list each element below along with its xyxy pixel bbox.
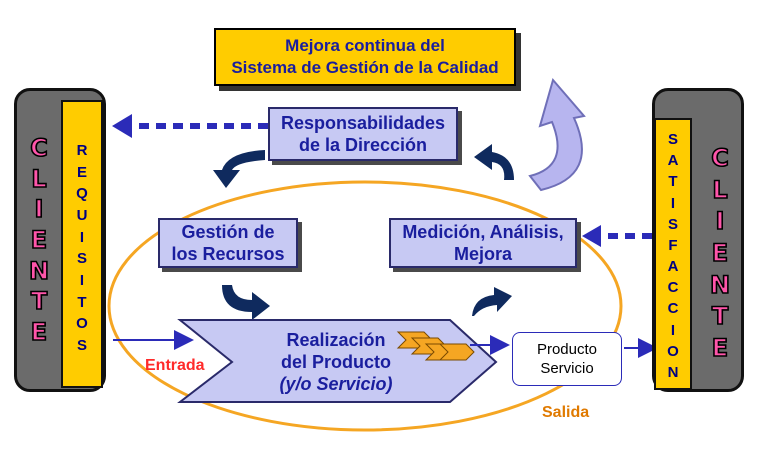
realizacion-line-1: Realización xyxy=(286,330,386,350)
orange-chevron-4 xyxy=(438,343,475,361)
satisfaccion-letter: I xyxy=(670,321,676,339)
client-letter: E xyxy=(30,317,48,346)
client-letter: L xyxy=(712,175,729,204)
entrada-label: Entrada xyxy=(145,357,205,374)
gestion-line-1: Gestión de xyxy=(181,222,275,242)
dotted-arrow-left-head xyxy=(112,114,132,138)
client-letter: L xyxy=(31,164,48,193)
process-ellipse xyxy=(107,180,623,432)
satisfaccion-letter: A xyxy=(667,258,679,276)
realizacion-text: Realización del Producto (y/o Servicio) xyxy=(250,326,422,398)
curved-arrow-gestion-to-realizacion xyxy=(222,285,270,320)
producto-line-1: Producto xyxy=(536,341,598,358)
salida-label: Salida xyxy=(542,404,590,421)
requisitos-letter: U xyxy=(76,206,88,224)
title-line-1: Mejora continua del xyxy=(285,36,445,55)
curved-arrow-realizacion-to-medicion xyxy=(462,287,512,316)
dotted-arrow-right-head xyxy=(582,225,601,247)
realizacion-line-2: del Producto xyxy=(280,352,391,372)
requisitos-letter: O xyxy=(76,315,88,333)
satisfaccion-letter: C xyxy=(667,279,679,297)
curved-arrow-responsabilidades-to-gestion xyxy=(213,150,265,188)
requisitos-letter: S xyxy=(76,336,87,354)
improvement-loop-arrow xyxy=(528,77,586,192)
requisitos-letter: I xyxy=(79,228,85,246)
client-letter: E xyxy=(711,333,729,362)
client-letter: C xyxy=(710,144,729,172)
requisitos-letter: Q xyxy=(76,185,88,203)
satisfaccion-letter: T xyxy=(668,173,678,191)
client-letter: E xyxy=(711,238,729,267)
satisfaccion-letter: S xyxy=(667,131,678,148)
satisfaccion-letter: I xyxy=(670,194,676,212)
client-letter: T xyxy=(30,287,48,316)
responsabilidades-box: Responsabilidades de la Dirección xyxy=(268,107,458,161)
curved-arrow-medicion-to-responsabilidades xyxy=(474,144,514,180)
client-letter: E xyxy=(30,225,48,254)
satisfaccion-letter: O xyxy=(667,342,679,360)
satisfaccion-letter: S xyxy=(667,215,678,233)
client-letter: I xyxy=(715,207,726,236)
requisitos-letter: S xyxy=(76,250,87,268)
medicion-line-2: Mejora xyxy=(453,244,513,264)
gestion-box: Gestión de los Recursos xyxy=(158,218,298,268)
satisfaccion-letter: C xyxy=(667,300,679,318)
gestion-line-2: los Recursos xyxy=(171,244,285,264)
client-letter: T xyxy=(711,302,729,331)
requisitos-letter: I xyxy=(79,271,85,289)
client-letter: N xyxy=(28,256,50,285)
responsabilidades-line-1: Responsabilidades xyxy=(280,113,446,133)
satisfaccion-letter: A xyxy=(667,152,679,170)
requisitos-letter: R xyxy=(76,142,88,159)
client-letter: N xyxy=(709,270,731,299)
producto-line-2: Servicio xyxy=(540,360,594,377)
title-line-2: Sistema de Gestión de la Calidad xyxy=(231,58,499,77)
requisitos-letter: T xyxy=(77,293,87,311)
responsabilidades-line-2: de la Dirección xyxy=(298,135,428,155)
realizacion-line-3: (y/o Servicio) xyxy=(279,374,393,394)
client-letter: I xyxy=(34,195,45,224)
left-requisitos-strip xyxy=(61,100,103,388)
requisitos-letter: E xyxy=(76,163,87,181)
satisfaccion-letter: N xyxy=(667,363,679,381)
right-satisfaccion-strip xyxy=(654,118,692,390)
satisfaccion-letter: F xyxy=(668,236,678,254)
medicion-line-1: Medición, Análisis, xyxy=(402,222,564,242)
client-letter: C xyxy=(29,134,48,162)
title-box: Mejora continua del Sistema de Gestión d… xyxy=(214,28,516,86)
medicion-box: Medición, Análisis, Mejora xyxy=(389,218,577,268)
producto-servicio-box: Producto Servicio xyxy=(512,332,622,386)
